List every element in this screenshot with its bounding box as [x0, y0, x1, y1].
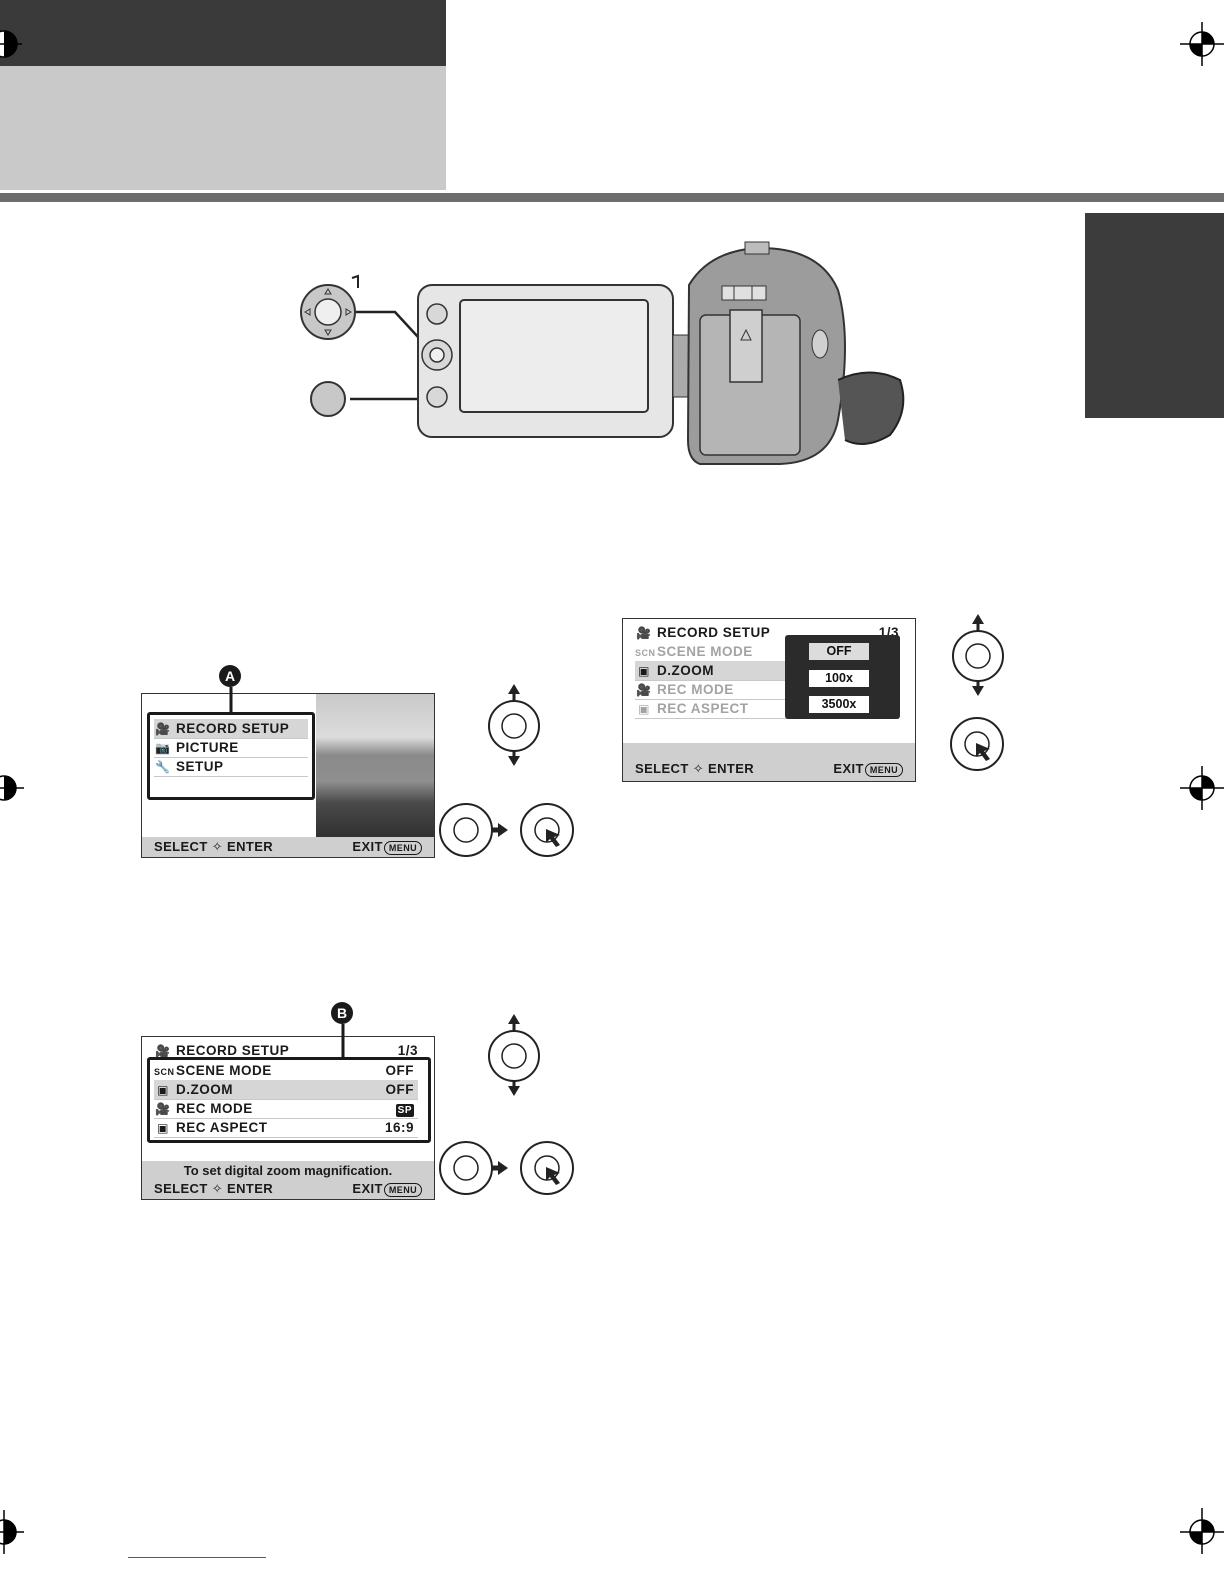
joystick-press-icon	[950, 717, 1004, 771]
select-label: SELECT	[154, 1181, 208, 1196]
registration-mark-icon	[0, 1510, 24, 1554]
menu-item-label: REC MODE	[657, 682, 734, 697]
joystick-right-icon	[439, 803, 508, 857]
menu-title-row: 🎥RECORD SETUP 1/3	[635, 623, 903, 642]
menu-screen-top-menu: 🎥 RECORD SETUP 📷 PICTURE 🔧 SETUP SELECT ✧ E…	[141, 693, 435, 858]
zoom-option[interactable]: OFF	[809, 643, 869, 660]
enter-label: ENTER	[227, 1181, 274, 1196]
menu-item-record-setup[interactable]: 🎥 RECORD SETUP	[154, 719, 308, 739]
menu-title: RECORD SETUP	[176, 1043, 290, 1058]
select-label: SELECT	[154, 839, 208, 854]
video-camera-icon: 🎥	[155, 722, 171, 736]
joystick-up-down-icon	[952, 614, 1004, 696]
enter-label: ENTER	[227, 839, 274, 854]
callout-leader	[341, 1024, 345, 1058]
joystick-up-down-icon	[488, 1014, 540, 1096]
registration-mark-icon	[1180, 766, 1224, 810]
joystick-press-icon	[520, 1141, 574, 1195]
rec-mode-icon: 🎥	[155, 1102, 171, 1116]
menu-item-label: SCENE MODE	[176, 1063, 272, 1078]
aspect-icon: ▣	[157, 1121, 169, 1135]
registration-mark-icon	[0, 775, 24, 801]
rec-mode-icon: 🎥	[636, 683, 652, 697]
menu-screen-record-setup: 🎥 RECORD SETUP 1/3 SCNSCENE MODE OFF ▣ D.Z…	[141, 1036, 435, 1200]
preview-image	[316, 694, 434, 839]
menu-item-label: SCENE MODE	[657, 644, 753, 659]
menu-item-rec-aspect[interactable]: ▣ REC ASPECT 16:9	[154, 1118, 418, 1138]
menu-item-label: REC MODE	[176, 1101, 253, 1116]
callout-a: A	[219, 665, 241, 687]
header-dark-block	[0, 0, 446, 66]
menu-item-label: RECORD SETUP	[176, 721, 290, 736]
menu-title-row: 🎥 RECORD SETUP 1/3	[154, 1041, 422, 1060]
joystick-up-down-icon	[488, 684, 540, 766]
wrench-icon: 🔧	[155, 760, 171, 774]
menu-item-rec-mode[interactable]: 🎥 REC MODE SP	[154, 1099, 418, 1119]
menu-item-label: SETUP	[176, 759, 224, 774]
page-indicator: 1/3	[397, 1043, 418, 1058]
exit-label: EXIT	[352, 839, 383, 854]
menu-item-label: REC ASPECT	[176, 1120, 268, 1135]
menu-key-icon: MENU	[864, 762, 903, 777]
highlight-frame-a	[147, 712, 315, 800]
menu-key-icon: MENU	[383, 1182, 422, 1197]
scene-icon: SCN	[154, 1067, 175, 1077]
menu-item-label: REC ASPECT	[657, 701, 749, 716]
registration-mark-icon	[1180, 22, 1224, 66]
menu-key-icon: MENU	[383, 840, 422, 855]
video-camera-icon: 🎥	[636, 626, 652, 640]
exit-label: EXIT	[352, 1181, 383, 1196]
footer-link-underline	[128, 1557, 266, 1558]
exit-label: EXIT	[833, 761, 864, 776]
callout-leader	[229, 687, 233, 712]
zoom-icon: ▣	[638, 664, 650, 678]
menu-hint: To set digital zoom magnification.	[183, 1163, 393, 1178]
zoom-option[interactable]: 100x	[809, 670, 869, 687]
menu-item-label: D.ZOOM	[176, 1082, 233, 1097]
menu-screen-d-zoom-options: 🎥RECORD SETUP 1/3 SCNSCENE MODE ▣D.ZOOM …	[622, 618, 916, 782]
sp-badge: SP	[395, 1104, 414, 1117]
menu-bottom-bar: To set digital zoom magnification. SELEC…	[142, 1161, 434, 1199]
zoom-options-popup: OFF 100x 3500x	[785, 635, 900, 719]
menu-item-rec-mode[interactable]: 🎥 REC MODE	[635, 680, 899, 700]
registration-mark-icon	[1180, 1508, 1224, 1554]
header-gray-block	[0, 66, 446, 190]
scene-icon: SCN	[635, 648, 656, 658]
menu-item-label: PICTURE	[176, 740, 239, 755]
menu-title: RECORD SETUP	[657, 625, 771, 640]
camera-icon: 📷	[155, 741, 171, 755]
callout-b: B	[331, 1002, 353, 1024]
menu-item-value: OFF	[385, 1082, 414, 1097]
enter-label: ENTER	[708, 761, 755, 776]
select-label: SELECT	[635, 761, 689, 776]
menu-item-value: OFF	[385, 1063, 414, 1078]
menu-item-value: 16:9	[384, 1120, 414, 1135]
camcorder-illustration	[300, 241, 905, 465]
zoom-icon: ▣	[157, 1083, 169, 1097]
registration-mark-icon	[0, 30, 22, 58]
highlight-frame-b	[147, 1057, 431, 1143]
menu-item-label: D.ZOOM	[657, 663, 714, 678]
video-camera-icon: 🎥	[155, 1044, 171, 1058]
zoom-option[interactable]: 3500x	[809, 696, 869, 713]
header-rule	[0, 193, 1224, 202]
joystick-right-icon	[439, 1141, 508, 1195]
menu-item-rec-aspect[interactable]: ▣ REC ASPECT	[635, 699, 899, 719]
side-section-tab	[1085, 213, 1224, 418]
menu-item-picture[interactable]: 📷 PICTURE	[154, 738, 308, 758]
aspect-icon: ▣	[638, 702, 650, 716]
joystick-press-icon	[520, 803, 574, 857]
menu-item-setup[interactable]: 🔧 SETUP	[154, 757, 308, 777]
menu-item-d-zoom[interactable]: ▣ D.ZOOM OFF	[154, 1080, 418, 1100]
